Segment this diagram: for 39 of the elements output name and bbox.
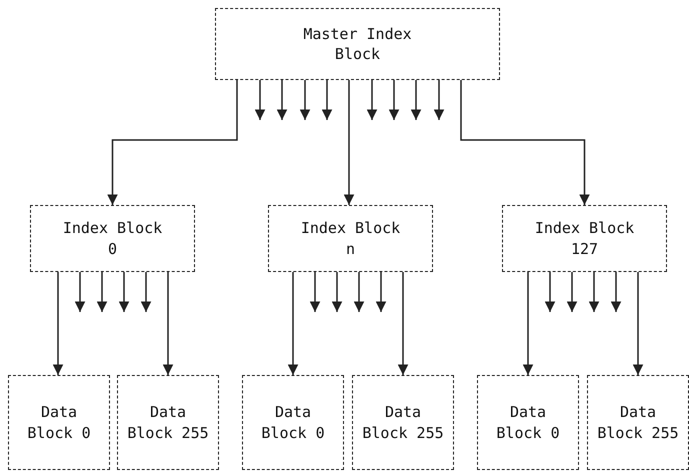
process-box: Index Block 127 [502,205,667,272]
arrow [140,272,152,312]
arrow [566,272,578,312]
process-box: Data Block 0 [242,375,344,470]
arrow [332,272,342,312]
arrow [254,80,266,120]
process-box: Master Index Block [215,8,500,80]
arrow [276,80,288,120]
arrow [632,272,644,375]
arrow [354,272,364,312]
process-box: Data Block 255 [352,375,454,470]
arrow [310,272,320,312]
process-box: Index Block 0 [30,205,195,272]
arrow [74,272,86,312]
arrow [388,80,400,120]
process-box: Index Block n [268,205,433,272]
process-box: Data Block 0 [8,375,110,470]
process-box: Data Block 255 [587,375,689,470]
arrow [52,272,64,375]
arrow [96,272,108,312]
arrow [300,80,310,120]
arrow [288,272,298,375]
arrow [322,80,332,120]
arrow [610,272,622,312]
process-box: Data Block 255 [117,375,219,470]
arrow [460,80,590,205]
arrow [366,80,378,120]
arrow [107,80,238,205]
arrow [410,80,422,120]
arrow [162,272,174,375]
arrow [118,272,130,312]
arrow [434,80,444,120]
process-box: Data Block 0 [477,375,579,470]
arrow [376,272,386,312]
arrow [588,272,600,312]
arrow [344,80,354,205]
arrow [522,272,534,375]
arrow [398,272,408,375]
arrow [544,272,556,312]
